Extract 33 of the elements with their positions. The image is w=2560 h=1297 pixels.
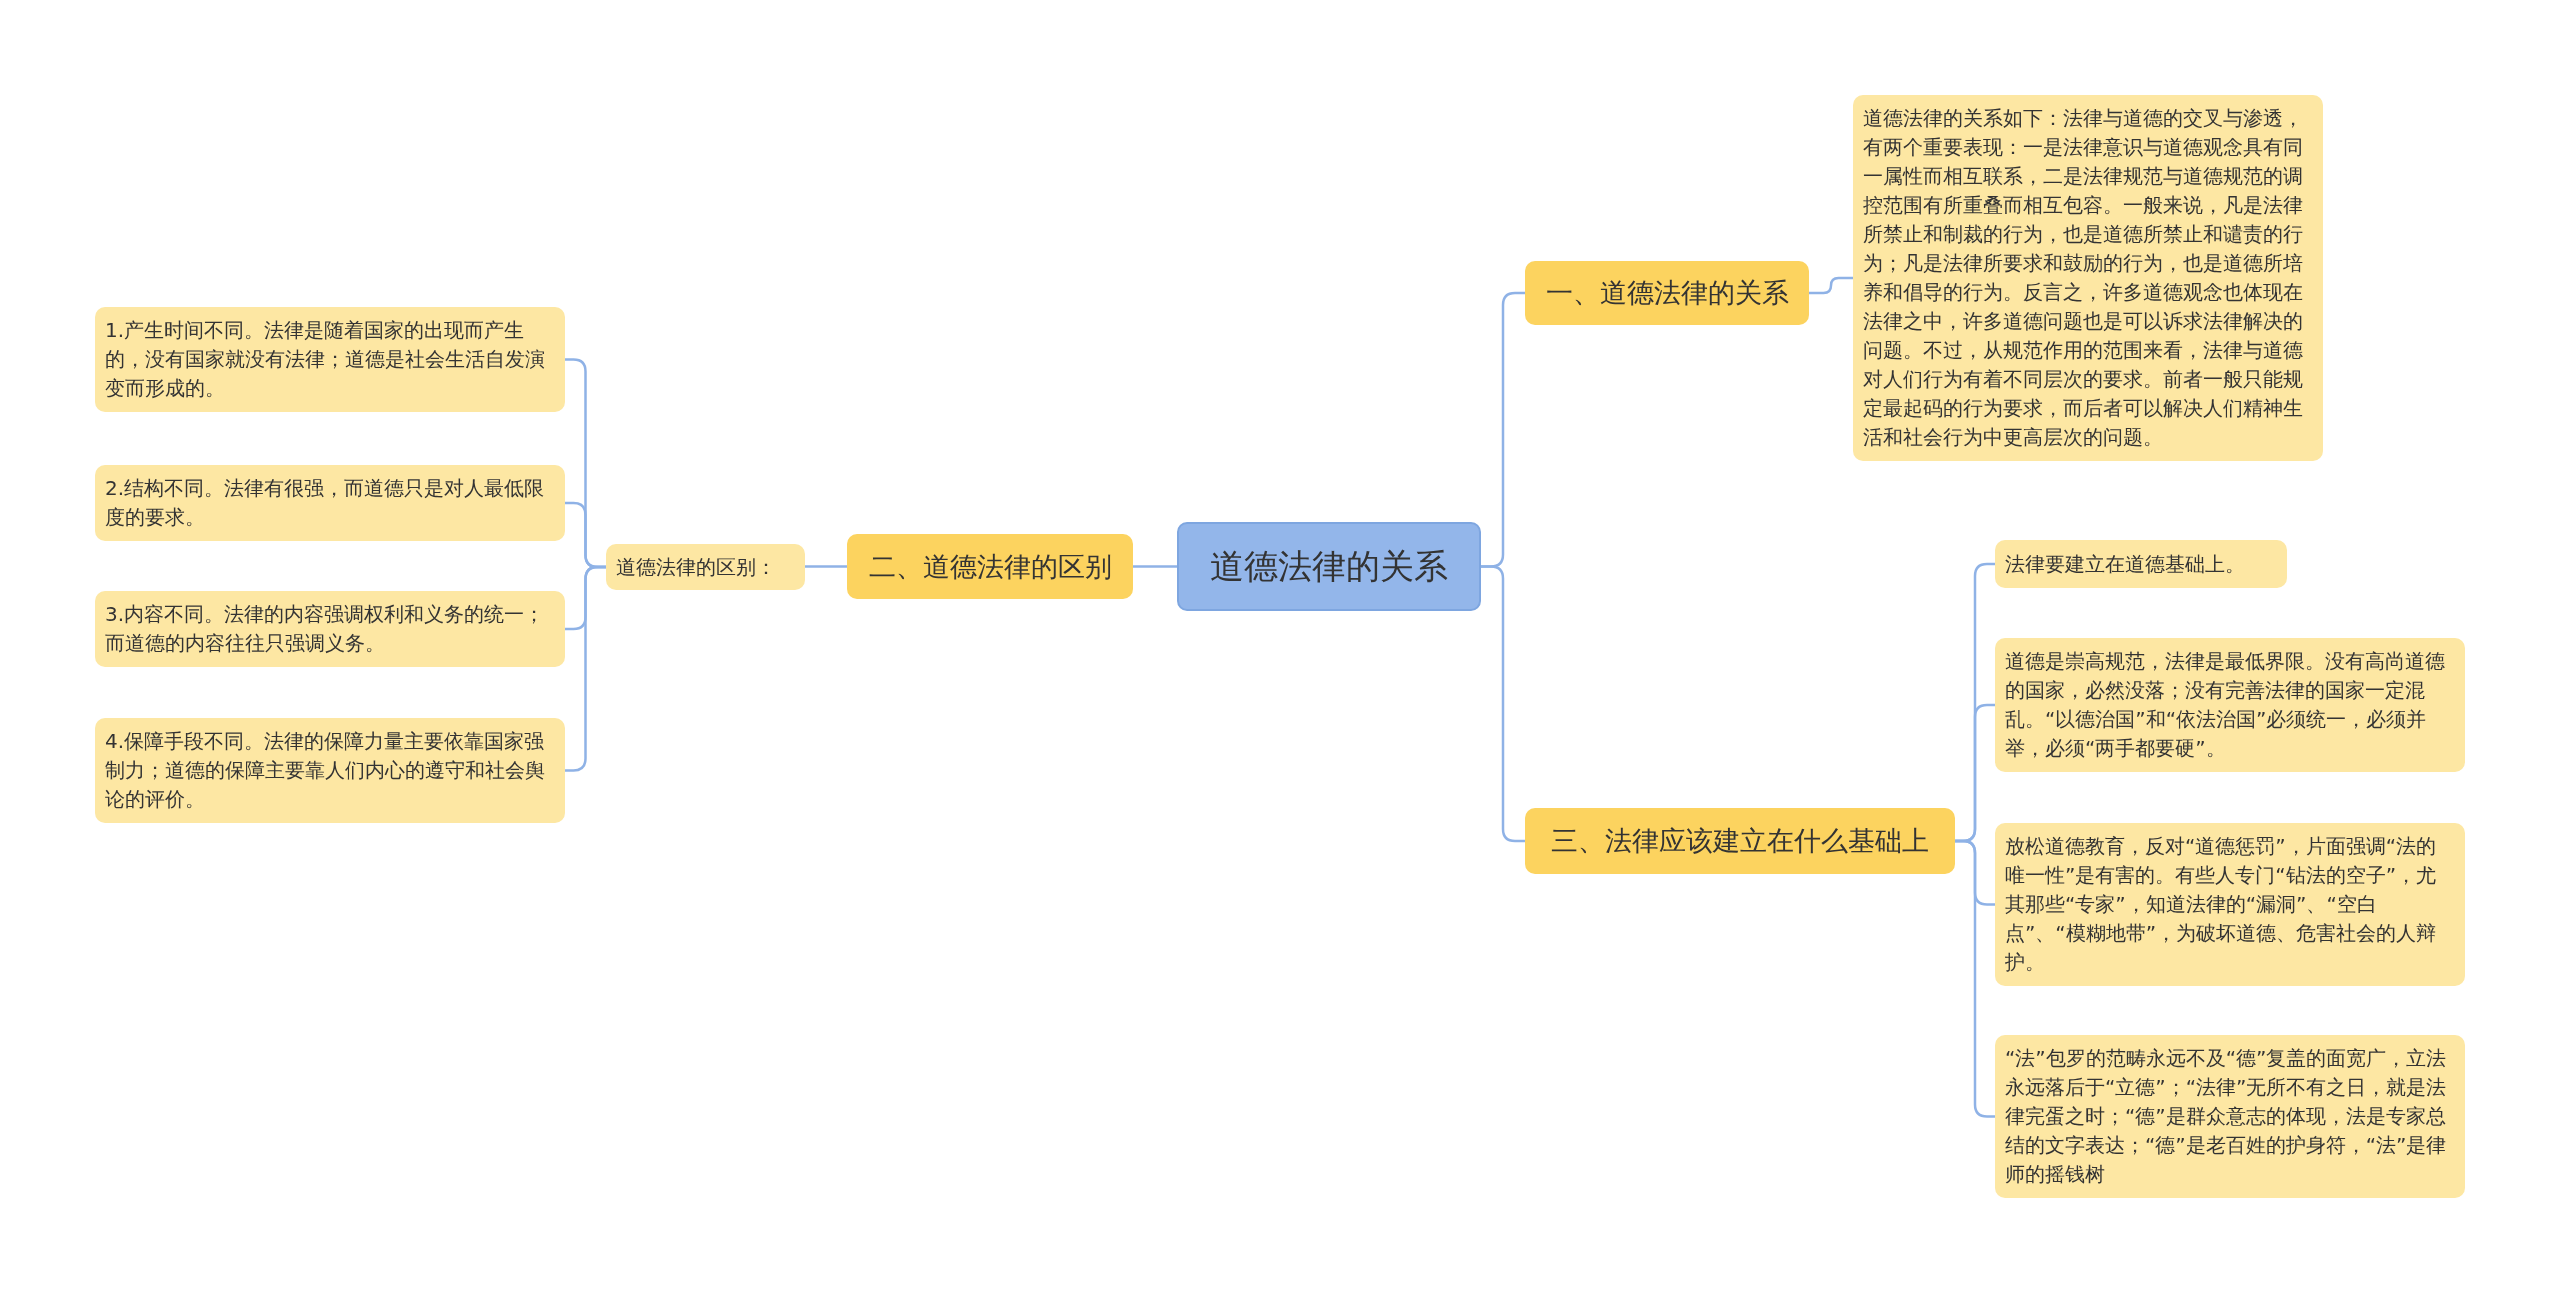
note-box [1995,1035,2465,1198]
node-text: 4.保障手段不同。法律的保障力量主要依靠国家强制力；道德的保障主要靠人们内心的遵守和社会舆论的评价。 [105,728,546,813]
connector-line [805,565,847,568]
note-box [606,544,805,590]
node-text: “法”包罗的范畴永远不及“德”复盖的面宽广，立法永远落后于“立德”；“法律”无所不有之日，就是法律完蛋之时；“德”是群众意志的体现，法是专家总结的文字表达；“德”是老百姓的护身符，“法”是律师的摇钱树 [2005,1045,2448,1188]
connector-line [1133,565,1177,568]
topic-box [1177,522,1481,611]
connector-line [1481,565,1525,843]
node-text: 道德法律的关系 [1210,544,1448,588]
note-box [1995,638,2465,772]
node-text: 3.内容不同。法律的内容强调权利和义务的统一；而道德的内容往往只强调义务。 [105,601,546,657]
node-text: 法律要建立在道德基础上。 [2005,550,2245,578]
node-text: 2.结构不同。法律有很强，而道德只是对人最低限度的要求。 [105,475,546,531]
connector-line [565,565,606,772]
node-text: 二、道德法律的区别 [868,549,1112,584]
connector-line [1809,276,1853,295]
note-box [95,465,565,541]
branch-box [1525,261,1809,325]
connector-line [1955,839,1995,1118]
note-box [1995,540,2287,588]
node-text: 道德法律的区别： [616,553,776,581]
node-text: 道德法律的关系如下：法律与道德的交叉与渗透，有两个重要表现：一是法律意识与道德观念具有同一属性而相互联系，二是法律规范与道德规范的调控范围有所重叠而相互包容。一般来说，凡是法律所禁止和制裁的行为，也是道德所禁止和谴责的行为；凡是法律所要求和鼓励的行为，也是道德所培养和倡导的行为。反言之，许多道德观念也体现在法律之中，许多道德问题也是可以诉求法律解决的问题。不过，从规范作用的范围来看，法律与道德对人们行为有着不同层次的要求。前者一般只能规定最起码的行为要求，而后者可以解决人们精神生活和社会行为中更高层次的问题。 [1863,105,2304,451]
note-box [95,591,565,667]
node-text: 三、法律应该建立在什么基础上 [1551,824,1929,858]
note-box [1995,823,2465,986]
node-text: 道德是崇高规范，法律是最低界限。没有高尚道德的国家，必然没落；没有完善法律的国家一定混乱。“以德治国”和“依法治国”必须统一，必须并举，必须“两手都要硬”。 [2005,648,2446,762]
node-text: 一、道德法律的关系 [1545,276,1789,310]
note-box [95,307,565,412]
branch-box [847,534,1133,599]
node-text: 1.产生时间不同。法律是随着国家的出现而产生的，没有国家就没有法律；道德是社会生活自发演变而形成的。 [105,317,546,402]
note-box [95,718,565,823]
branch-box [1525,808,1955,874]
node-text: 放松道德教育，反对“道德惩罚”，片面强调“法的唯一性”是有害的。有些人专门“钻法的空子”，尤其那些“专家”，知道法律的“漏洞”、“空白点”、“模糊地带”，为破坏道德、危害社会的人辩护。 [2005,833,2438,976]
